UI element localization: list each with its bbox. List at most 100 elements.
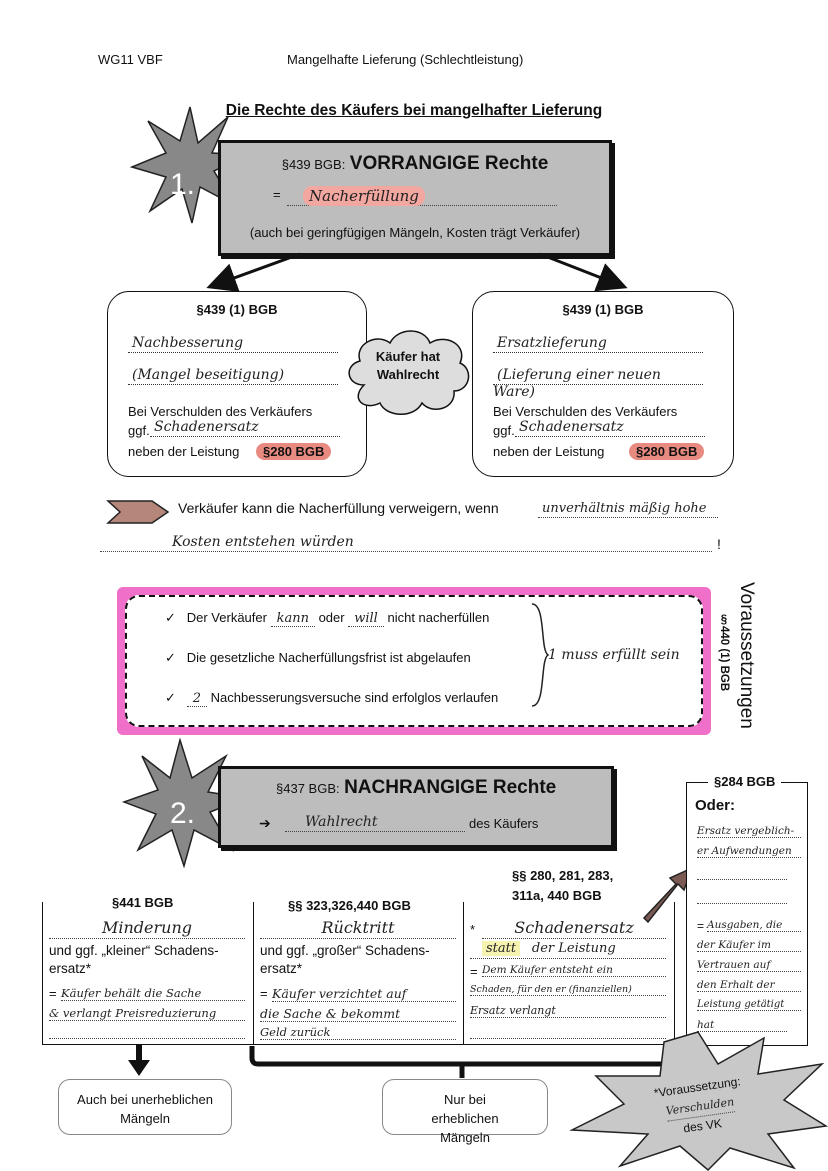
col1-hand1: Käufer behält die Sache xyxy=(61,986,245,1001)
side284-eq: = xyxy=(697,919,705,933)
right-box-badge: §280 BGB xyxy=(629,443,705,460)
check-icon: ✓ xyxy=(165,650,176,665)
left-box-fault: Bei Verschulden des Verkäufers xyxy=(128,404,313,419)
starburst-2-icon xyxy=(122,738,249,868)
aufwendungen-box: Oder: Ersatz vergeblich- er Aufwendungen… xyxy=(686,782,808,1046)
side-law: §440 (1) BGB xyxy=(718,614,730,692)
section-2-suffix: des Käufers xyxy=(469,816,539,831)
condition-3: ✓ 2 Nachbesserungsversuche sind erfolglo… xyxy=(165,690,499,707)
right-box-neben: neben der Leistung xyxy=(493,444,605,459)
side284-hand8: hat xyxy=(697,1019,787,1032)
side284-law: §284 BGB xyxy=(708,774,782,789)
right-box-ggf: ggf. xyxy=(493,423,515,438)
cloud-text: Käufer hat Wahlrecht xyxy=(375,349,441,382)
section-1-number: 1. xyxy=(170,168,196,201)
refuse-line2: Kosten entstehen würden xyxy=(100,533,712,552)
section-1-note: (auch bei geringfügigen Mängeln, Kosten … xyxy=(249,225,581,240)
col2-answer: Rücktritt xyxy=(321,918,395,937)
starburst-3-icon xyxy=(569,1031,828,1171)
col2-hand1: Käufer verzichtet auf xyxy=(272,986,456,1002)
section-2-answer: Wahlrecht xyxy=(305,814,378,830)
col2-line: Rücktritt xyxy=(260,918,456,939)
right-box-fault: Bei Verschulden des Verkäufers xyxy=(493,404,678,419)
section-2-box: §437 BGB: NACHRANGIGE Rechte ➔ Wahlrecht… xyxy=(218,766,614,848)
note-unerheblich: Auch bei unerheblichen Mängeln xyxy=(58,1079,232,1135)
col3-hand3: Ersatz verlangt xyxy=(470,1004,666,1018)
col1-line: Minderung xyxy=(49,918,245,939)
col1-answer: Minderung xyxy=(101,918,192,937)
refuse-end: ! xyxy=(717,536,721,552)
col2-eq: = xyxy=(260,986,268,1001)
col3-highlight: statt xyxy=(482,941,521,956)
col2-hand2: die Sache & bekommt xyxy=(260,1006,456,1022)
col3-law: §§ 280, 281, 283, 311a, 440 BGB xyxy=(512,866,642,906)
side284-hand2: er Aufwendungen xyxy=(697,845,801,858)
side284-hand5: Vertrauen auf xyxy=(697,959,801,972)
left-box-badge: §280 BGB xyxy=(256,443,332,460)
right-box-answer2: (Lieferung einer neuen Ware) xyxy=(493,367,661,400)
left-box-line2: (Mangel beseitigung) xyxy=(128,366,338,385)
col2-law: §§ 323,326,440 BGB xyxy=(282,898,417,913)
condition-1-answer-b: will xyxy=(348,611,384,627)
curly-brace-icon xyxy=(531,603,550,707)
condition-1-post: nicht nacherfüllen xyxy=(387,610,490,625)
col1-law: §441 BGB xyxy=(106,895,180,910)
section-2-law: §437 BGB: xyxy=(276,781,340,796)
col3-eq: = xyxy=(470,964,478,979)
condition-3-answer: 2 xyxy=(186,691,208,707)
conditions-box xyxy=(125,595,703,727)
condition-1-pre: Der Verkäufer xyxy=(186,610,267,625)
col3-answer: Schadenersatz xyxy=(514,918,634,937)
side-law-wrap: §440 (1) BGB xyxy=(718,614,736,714)
section-2-heading: NACHRANGIGE Rechte xyxy=(344,777,557,798)
page-title: Die Rechte des Käufers bei mangelhafter … xyxy=(225,102,603,119)
right-box-line1: Ersatzlieferung xyxy=(493,334,703,353)
ruecktritt-column: Rücktritt und ggf. „großer“ Schadens-ers… xyxy=(253,902,464,1045)
schadenersatz-column: * Schadenersatz statt der Leistung = Dem… xyxy=(463,902,675,1045)
side284-blank2 xyxy=(697,891,787,904)
right-box-line2: (Lieferung einer neuen Ware) xyxy=(493,366,703,400)
refuse-line1: unverhältnis mäßig hohe xyxy=(538,499,718,518)
section-1-law: §439 BGB: xyxy=(281,157,346,172)
condition-1: ✓ Der Verkäufer kann oder will nicht nac… xyxy=(165,610,490,627)
col3-hand2: Schaden, für den er (finanziellen) xyxy=(470,984,666,996)
condition-1-answer-a: kann xyxy=(270,611,315,627)
check-icon: ✓ xyxy=(165,610,176,625)
cloud-icon xyxy=(348,330,470,415)
col1-blank xyxy=(49,1028,245,1039)
left-box-answer2: (Mangel beseitigung) xyxy=(132,367,285,383)
left-box-law: §439 (1) BGB xyxy=(196,302,278,317)
left-box-neben: neben der Leistung xyxy=(128,444,240,459)
header-left: WG11 VBF xyxy=(98,52,163,67)
section-2-number: 2. xyxy=(170,797,196,830)
section-2-line: Wahlrecht xyxy=(285,813,465,832)
header-center: Mangelhafte Lieferung (Schlechtleistung) xyxy=(287,52,524,67)
side-title: Voraussetzungen xyxy=(736,582,757,729)
note-erheblich: Nur bei erheblichen Mängeln xyxy=(382,1079,548,1145)
col3-blank xyxy=(470,1028,666,1039)
col3-hand0b: der Leistung xyxy=(531,941,616,956)
col3-line: Schadenersatz xyxy=(482,918,666,939)
chevron-arrow-icon xyxy=(106,500,170,524)
side284-hand3: Ausgaben, die xyxy=(707,919,801,932)
col3-star: * xyxy=(470,922,476,937)
col2-hand3: Geld zurück xyxy=(260,1025,456,1040)
right-box-line3: Schadenersatz xyxy=(515,418,705,437)
ersatzlieferung-box: §439 (1) BGB Ersatzlieferung (Lieferung … xyxy=(472,291,734,477)
right-arrow-icon: ➔ xyxy=(259,815,271,831)
refuse-answer1: unverhältnis mäßig hohe xyxy=(542,501,707,516)
col1-text: und ggf. „kleiner“ Schadens-ersatz* xyxy=(49,943,219,976)
minderung-column: Minderung und ggf. „kleiner“ Schadens-er… xyxy=(42,902,254,1045)
section-1-eq: = xyxy=(273,187,281,202)
col1-hand2: & verlangt Preisreduzierung xyxy=(49,1006,245,1021)
side284-hand6: den Erhalt der xyxy=(697,979,801,992)
brace-note: 1 muss erfüllt sein xyxy=(548,647,680,663)
col3-line0: statt der Leistung xyxy=(470,940,666,959)
split-arrows-icon xyxy=(206,252,628,292)
condition-2-text: Die gesetzliche Nacherfüllungsfrist ist … xyxy=(186,650,471,665)
condition-1-mid: oder xyxy=(318,610,345,625)
section-1-answer-line: Nacherfüllung xyxy=(287,186,557,206)
left-box-line3: Schadenersatz xyxy=(150,418,340,437)
condition-3-post: Nachbesserungsversuche sind erfolglos ve… xyxy=(210,690,499,705)
side284-hand7: Leistung getätigt xyxy=(697,999,801,1011)
